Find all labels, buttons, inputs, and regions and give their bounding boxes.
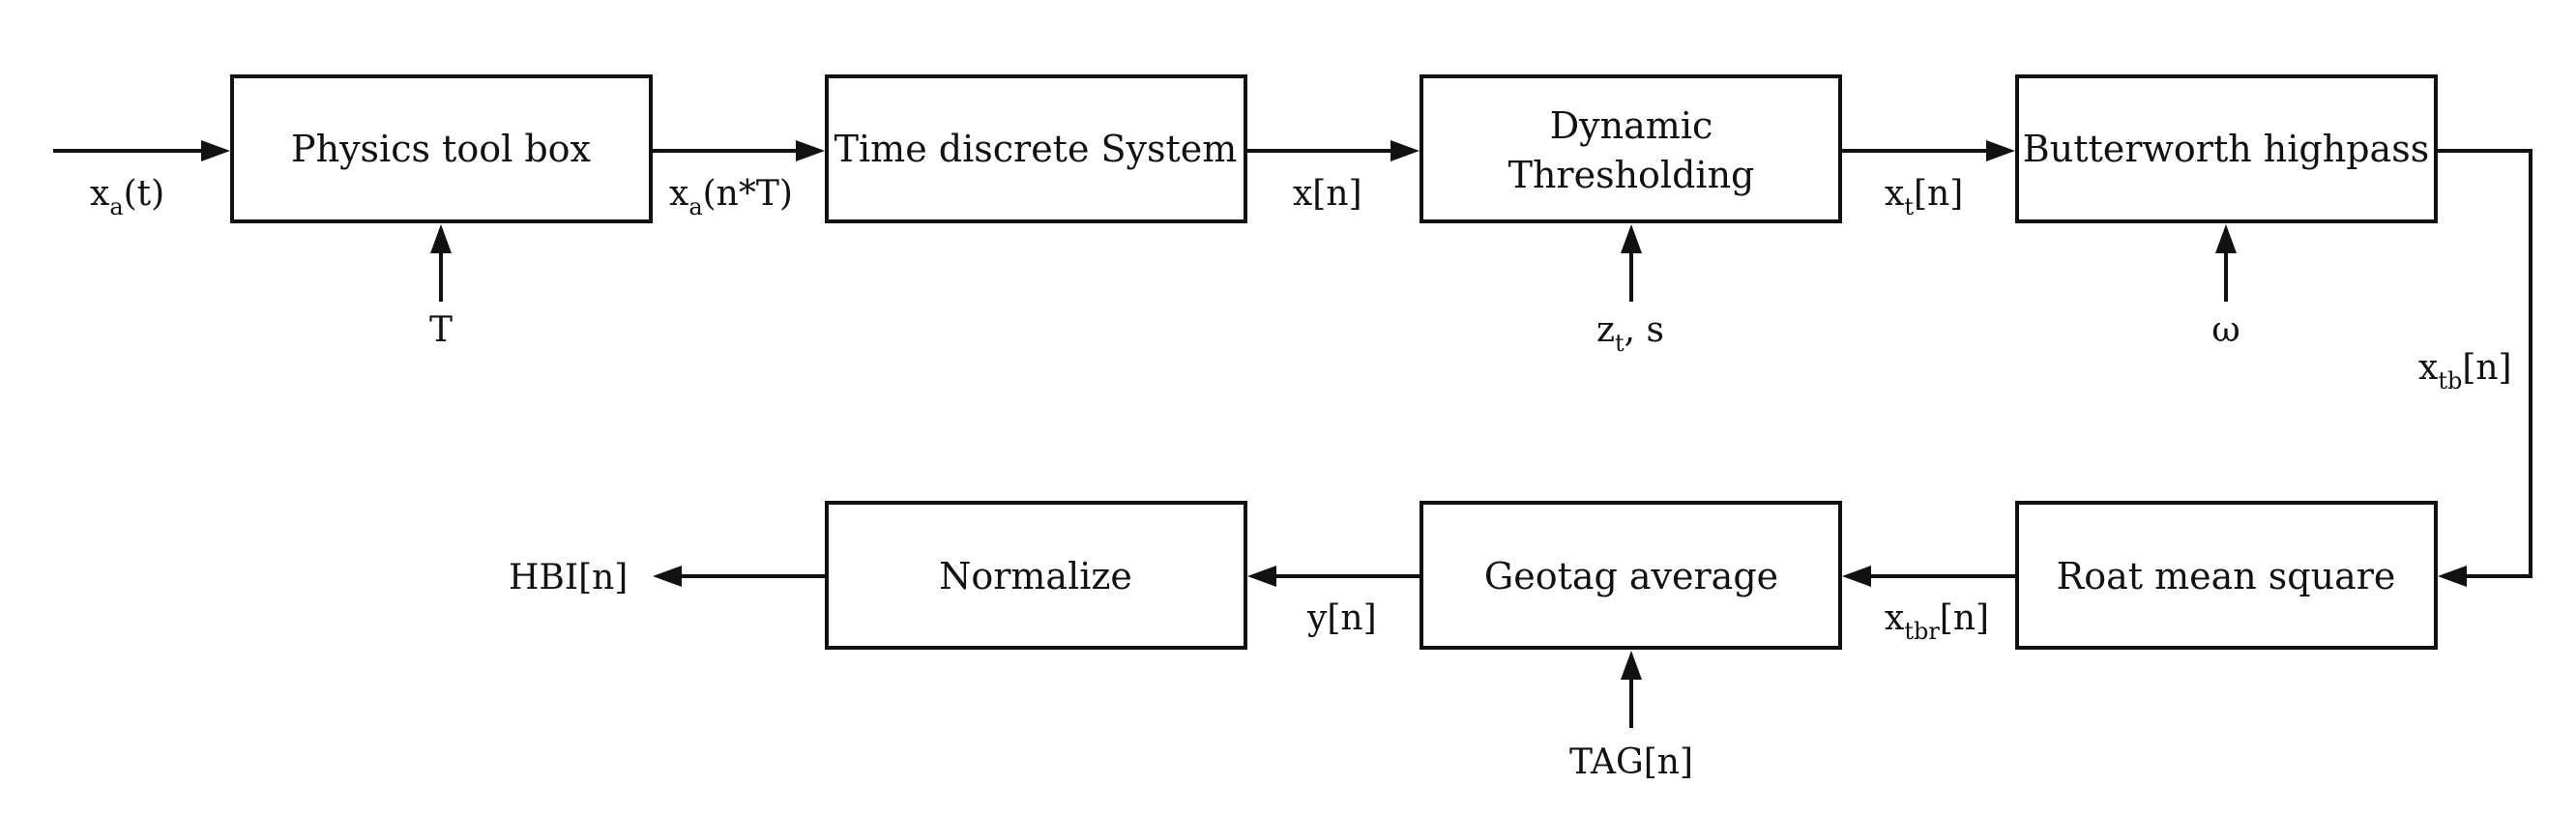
label-threshold-params: zt, s <box>1596 310 1664 357</box>
arrow-period-to-physics <box>430 224 452 302</box>
arrow-physics-to-timediscrete <box>651 140 825 161</box>
arrow-params-to-thresholding <box>1621 224 1642 302</box>
label-cutoff-frequency: ω <box>2211 310 2239 350</box>
label-input-signal: xa(t) <box>90 174 164 220</box>
label-highpassed-signal: xtb[n] <box>2418 348 2512 394</box>
arrow-cutoff-to-butterworth <box>2215 224 2237 302</box>
label-discrete-signal: x[n] <box>1293 174 1362 214</box>
label-sampled-signal: xa(n*T) <box>669 174 793 220</box>
arrow-input-to-physics <box>53 140 230 161</box>
block-normalize: Normalize <box>825 501 1247 650</box>
label-sampling-period: T <box>429 310 453 350</box>
block-time-discrete-system: Time discrete System <box>825 74 1247 223</box>
block-dynamic-thresholding: Dynamic Thresholding <box>1420 74 1842 223</box>
block-geotag-average: Geotag average <box>1420 501 1842 650</box>
arrow-normalize-to-output <box>653 566 827 587</box>
block-dynamic-thresholding-label-line2: Thresholding <box>1508 154 1755 196</box>
block-butterworth-highpass: Butterworth highpass <box>2015 74 2438 223</box>
label-output-signal: HBI[n] <box>509 558 628 597</box>
block-physics-tool-box-label: Physics tool box <box>291 128 591 170</box>
block-butterworth-highpass-label: Butterworth highpass <box>2023 128 2429 170</box>
label-tag-signal: TAG[n] <box>1569 742 1693 782</box>
label-averaged-signal: y[n] <box>1306 598 1377 638</box>
block-root-mean-square: Roat mean square <box>2015 501 2438 650</box>
arrow-timediscrete-to-thresholding <box>1245 140 1420 161</box>
block-physics-tool-box: Physics tool box <box>230 74 653 223</box>
label-thresholded-signal: xt[n] <box>1885 174 1963 220</box>
label-rms-signal: xtbr[n] <box>1885 598 1989 645</box>
arrow-tags-to-geotag <box>1621 651 1642 728</box>
arrow-thresholding-to-butterworth <box>1840 140 2015 161</box>
block-dynamic-thresholding-label-line1: Dynamic <box>1550 104 1713 147</box>
arrow-geotag-to-normalize <box>1247 566 1421 587</box>
block-normalize-label: Normalize <box>939 555 1132 597</box>
block-root-mean-square-label: Roat mean square <box>2057 555 2396 597</box>
arrow-butterworth-to-rms <box>2436 149 2532 587</box>
block-geotag-average-label: Geotag average <box>1484 555 1778 597</box>
block-time-discrete-system-label: Time discrete System <box>834 128 1238 170</box>
arrow-rms-to-geotag <box>1842 566 2017 587</box>
